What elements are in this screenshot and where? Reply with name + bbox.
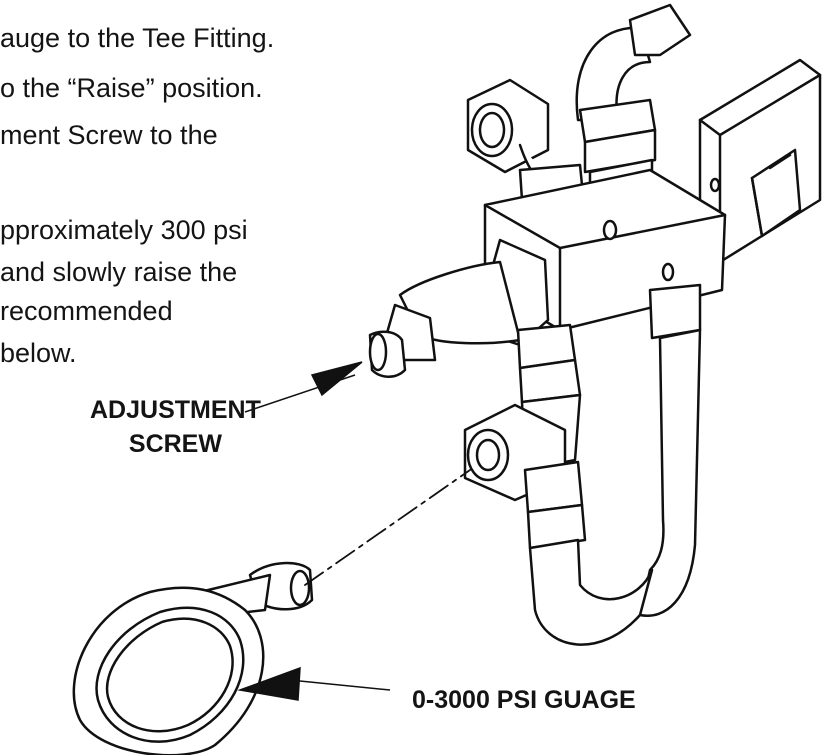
right-tube [638,283,702,617]
arrow-head-adjustment [310,361,363,397]
adjustment-screw-label: ADJUSTMENT SCREW [90,395,261,459]
pressure-gauge-icon [72,561,314,755]
gauge-label: 0-3000 PSI GUAGE [412,686,636,714]
tee-fitting-body [463,323,587,550]
instruction-line-4: pproximately 300 psi [0,215,248,245]
instruction-line-2: o the “Raise” position. [0,73,263,103]
arrow-head-gauge [237,666,301,701]
alignment-line [304,469,471,586]
top-hose [575,3,692,122]
solenoid-coil [698,58,822,264]
callout-leaders [237,361,391,701]
instruction-line-7: below. [0,338,77,368]
adjustment-screw-label-line-1: ADJUSTMENT [90,396,261,424]
instruction-line-1: auge to the Tee Fitting. [0,23,275,53]
adjustment-screw-label-line-2: SCREW [128,430,222,458]
adjustment-screw-cartridge [368,238,550,378]
instruction-line-5: and slowly raise the [0,257,238,287]
instruction-line-6: recommended [0,296,173,326]
instruction-line-3: ment Screw to the [0,120,218,150]
u-tube [528,538,654,646]
